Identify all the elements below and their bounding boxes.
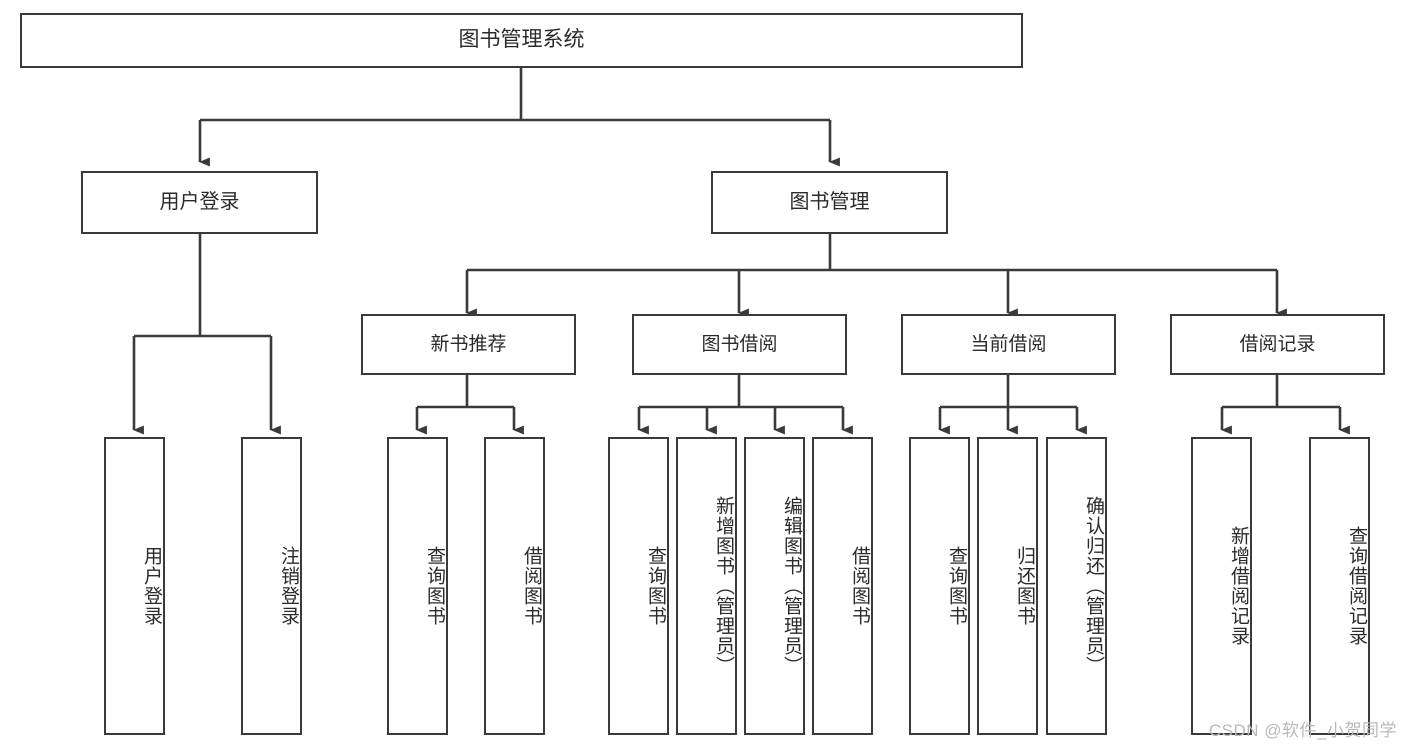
leaf-book-borrow-query[interactable]: 查询图书 — [608, 437, 669, 735]
node-label: 图书管理 — [789, 191, 870, 213]
node-current-borrow[interactable]: 当前借阅 — [901, 314, 1116, 375]
node-label: 新增图书（管理员） — [713, 496, 734, 676]
leaf-book-borrow-borrow[interactable]: 借阅图书 — [812, 437, 873, 735]
node-label: 确认归还（管理员） — [1083, 496, 1104, 676]
node-label: 新书推荐 — [430, 333, 507, 355]
leaf-borrow-record-add[interactable]: 新增借阅记录 — [1191, 437, 1252, 735]
leaf-user-login-logout[interactable]: 注销登录 — [241, 437, 302, 735]
node-label: 用户登录 — [141, 546, 162, 626]
node-label: 借阅图书 — [521, 546, 542, 626]
leaf-new-book-borrow[interactable]: 借阅图书 — [484, 437, 545, 735]
node-book-borrow[interactable]: 图书借阅 — [632, 314, 847, 375]
leaf-book-borrow-edit[interactable]: 编辑图书（管理员） — [744, 437, 805, 735]
node-label: 查询借阅记录 — [1346, 526, 1367, 646]
node-label: 查询图书 — [946, 546, 967, 626]
node-label: 归还图书 — [1014, 546, 1035, 626]
node-label: 图书管理系统 — [458, 28, 585, 52]
leaf-borrow-record-query[interactable]: 查询借阅记录 — [1309, 437, 1370, 735]
leaf-user-login-login[interactable]: 用户登录 — [104, 437, 165, 735]
leaf-new-book-query[interactable]: 查询图书 — [387, 437, 448, 735]
node-label: 查询图书 — [424, 546, 445, 626]
node-user-login[interactable]: 用户登录 — [81, 171, 318, 234]
node-label: 当前借阅 — [970, 333, 1047, 355]
csdn-watermark: CSDN @软件_小贺同学 — [1208, 721, 1397, 740]
node-label: 用户登录 — [159, 191, 240, 213]
leaf-current-borrow-return[interactable]: 归还图书 — [977, 437, 1038, 735]
node-label: 新增借阅记录 — [1228, 526, 1249, 646]
node-label: 借阅记录 — [1239, 333, 1316, 355]
node-borrow-record[interactable]: 借阅记录 — [1170, 314, 1385, 375]
node-label: 注销登录 — [278, 546, 299, 626]
node-new-book-recommend[interactable]: 新书推荐 — [361, 314, 576, 375]
node-label: 查询图书 — [645, 546, 666, 626]
leaf-current-borrow-query[interactable]: 查询图书 — [909, 437, 970, 735]
leaf-current-borrow-confirm-return[interactable]: 确认归还（管理员） — [1046, 437, 1107, 735]
node-label: 借阅图书 — [849, 546, 870, 626]
leaf-book-borrow-add[interactable]: 新增图书（管理员） — [676, 437, 737, 735]
node-root-system[interactable]: 图书管理系统 — [20, 13, 1023, 68]
node-label: 编辑图书（管理员） — [781, 496, 802, 676]
node-book-management[interactable]: 图书管理 — [711, 171, 948, 234]
node-label: 图书借阅 — [701, 333, 778, 355]
